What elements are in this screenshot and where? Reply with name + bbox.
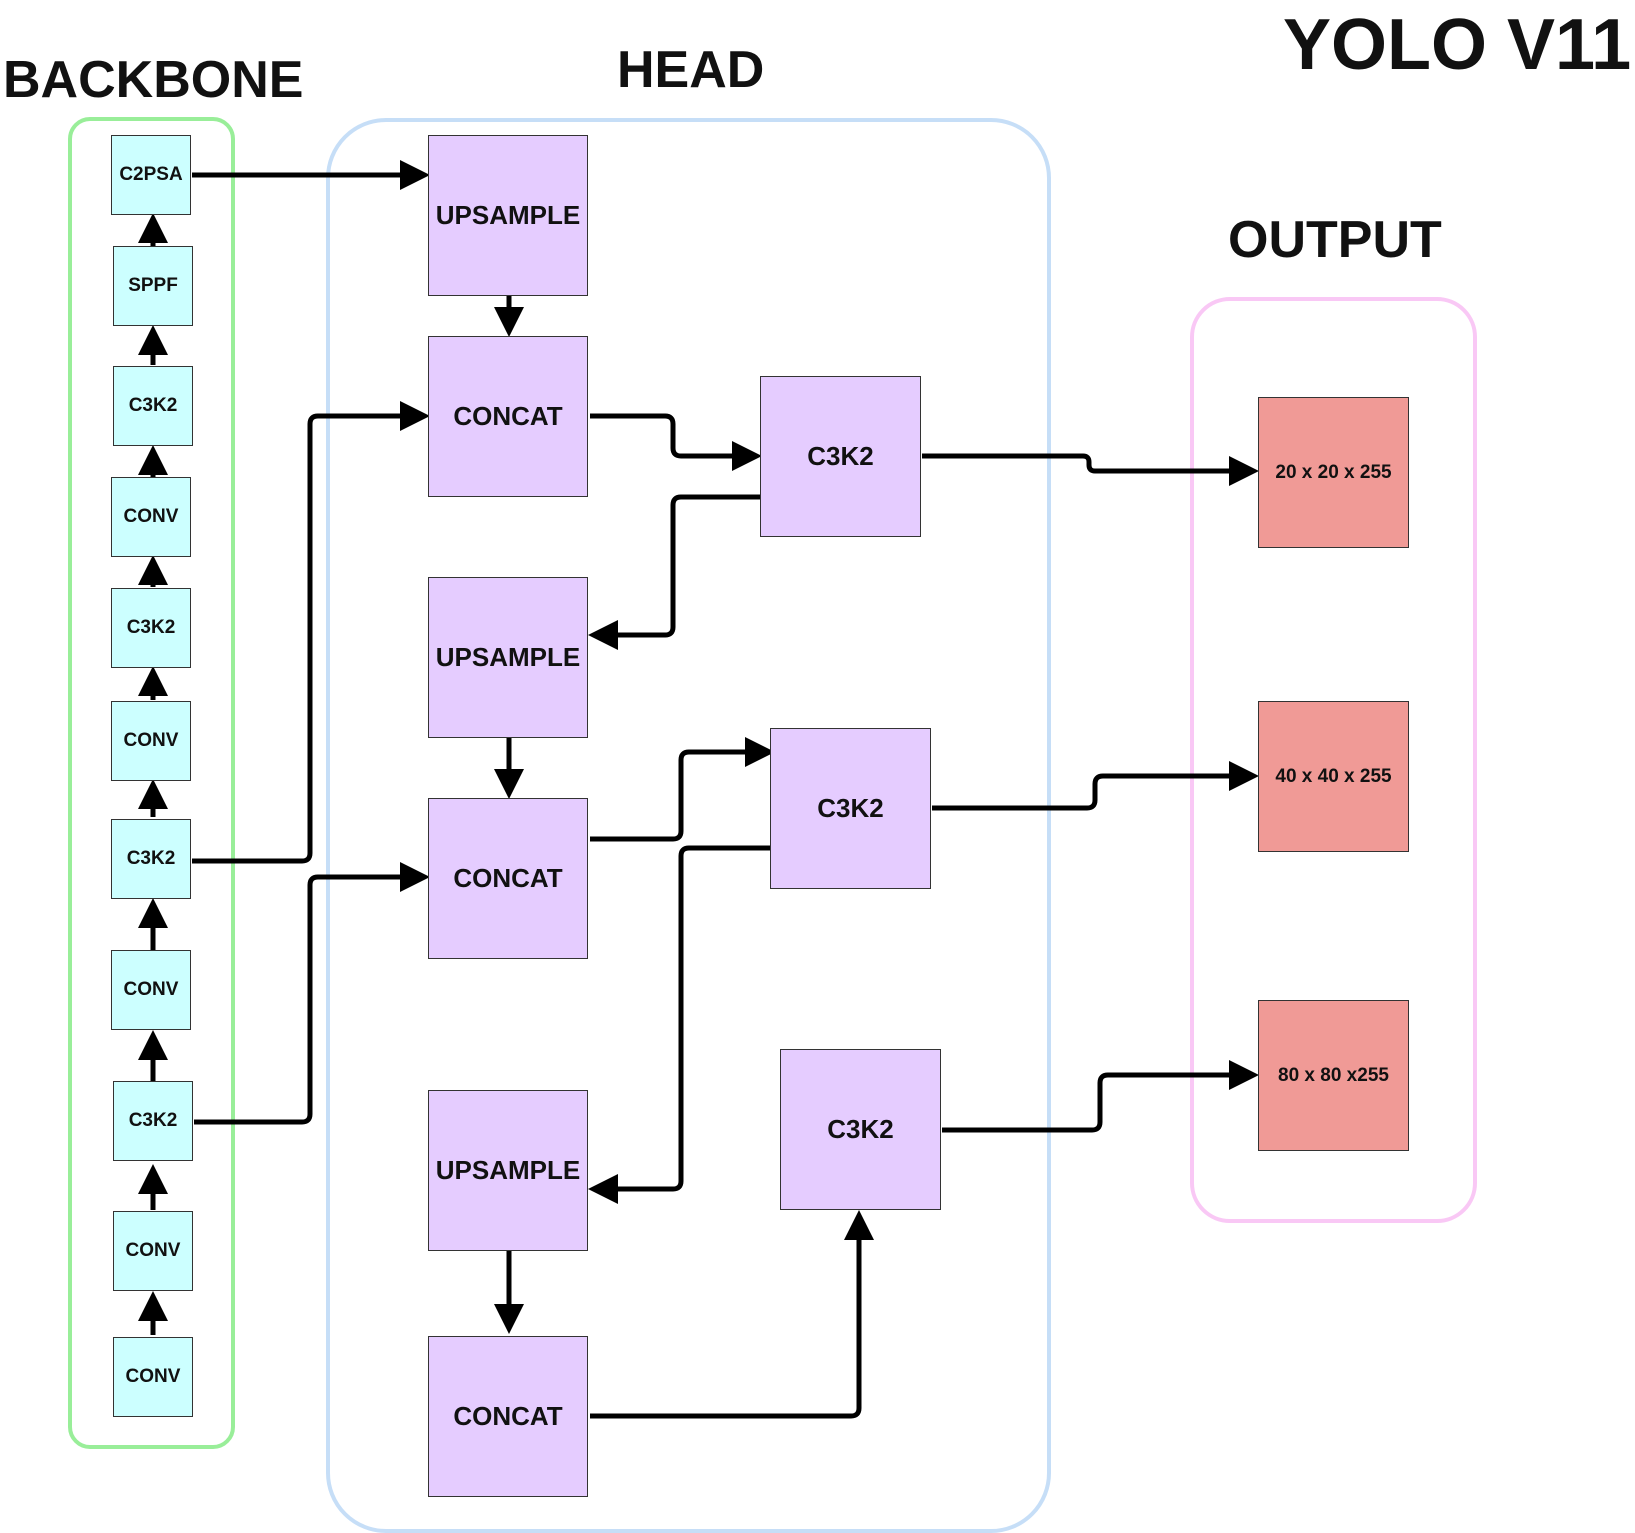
head-node-concat-3: CONCAT: [428, 1336, 588, 1497]
output-node-40: 40 x 40 x 255: [1258, 701, 1409, 852]
output-node-20: 20 x 20 x 255: [1258, 397, 1409, 548]
head-node-upsample-1: UPSAMPLE: [428, 135, 588, 296]
backbone-node-c3k2-3: C3K2: [111, 588, 191, 668]
backbone-node-c2psa: C2PSA: [111, 135, 191, 215]
backbone-node-c3k2-4: C3K2: [113, 366, 193, 446]
head-node-concat-1: CONCAT: [428, 336, 588, 497]
backbone-node-conv-1: CONV: [113, 1337, 193, 1417]
backbone-node-conv-5: CONV: [111, 477, 191, 557]
output-group: [1190, 297, 1477, 1223]
backbone-node-c3k2-1: C3K2: [113, 1081, 193, 1161]
backbone-node-conv-3: CONV: [111, 950, 191, 1030]
diagram-title: YOLO V11: [1283, 5, 1632, 85]
head-node-c3k2-3: C3K2: [780, 1049, 941, 1210]
head-node-c3k2-1: C3K2: [760, 376, 921, 537]
backbone-node-c3k2-2: C3K2: [111, 819, 191, 899]
backbone-node-sppf: SPPF: [113, 246, 193, 326]
backbone-node-conv-2: CONV: [113, 1211, 193, 1291]
head-node-concat-2: CONCAT: [428, 798, 588, 959]
head-node-c3k2-2: C3K2: [770, 728, 931, 889]
backbone-section-label: BACKBONE: [3, 51, 304, 109]
output-section-label: OUTPUT: [1228, 211, 1442, 269]
head-section-label: HEAD: [617, 41, 765, 99]
output-node-80: 80 x 80 x255: [1258, 1000, 1409, 1151]
head-node-upsample-3: UPSAMPLE: [428, 1090, 588, 1251]
backbone-node-conv-4: CONV: [111, 701, 191, 781]
head-node-upsample-2: UPSAMPLE: [428, 577, 588, 738]
